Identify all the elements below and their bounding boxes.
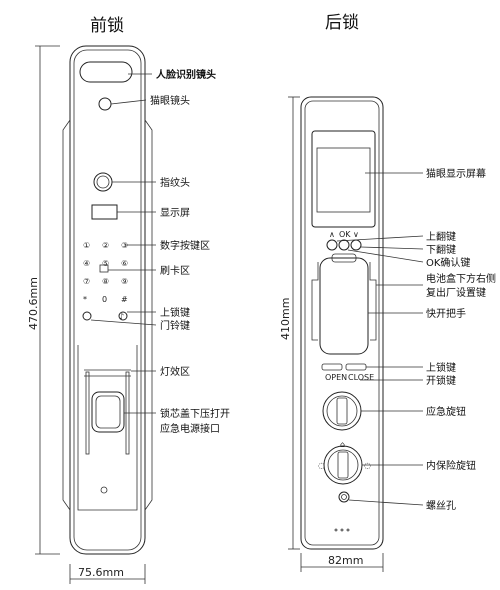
ok-button[interactable] [338, 239, 350, 251]
unlock-button[interactable] [345, 363, 367, 371]
front-height-label: 470.6mm [27, 277, 40, 330]
keypad-key[interactable]: # [121, 295, 128, 304]
doorbell-key-button[interactable] [118, 311, 128, 321]
lock-icon: ◌ [364, 461, 371, 470]
label-handle: 快开把手 [426, 307, 466, 320]
label-cylinder-1: 锁芯盖下压打开 [160, 407, 230, 420]
keypad-key[interactable]: ④ [83, 259, 90, 268]
keypad-key[interactable]: ② [102, 241, 109, 250]
keypad-key[interactable]: ⑤ [102, 259, 109, 268]
cylinder-cover[interactable] [91, 391, 125, 433]
keypad-key[interactable]: ① [83, 241, 90, 250]
back-callouts: 猫眼显示屏幕 上翻键 下翻键 OK确认键 电池盒下方右侧 复出厂设置键 快开把手… [336, 167, 496, 512]
peephole-screen [311, 130, 376, 228]
label-display: 显示屏 [160, 207, 190, 219]
face-camera-window [79, 61, 133, 83]
label-battery-1: 电池盒下方右侧 [426, 272, 496, 285]
label-peephole: 猫眼镜头 [150, 94, 190, 107]
label-page-down: 下翻键 [426, 243, 456, 256]
lock-key-button[interactable] [82, 311, 92, 321]
label-screw-hole: 螺丝孔 [426, 500, 456, 512]
close-mark: CLOSE [348, 373, 374, 382]
page-up-button[interactable] [326, 239, 338, 251]
up-mark: ∧ [329, 230, 335, 239]
label-safety-knob: 内保险旋钮 [426, 459, 476, 472]
label-card-area: 刷卡区 [160, 264, 190, 277]
label-emergency-knob: 应急旋钮 [426, 405, 466, 418]
back-lock-title: 后锁 [325, 13, 359, 33]
front-lock-body [69, 45, 146, 555]
label-peephole-screen: 猫眼显示屏幕 [426, 167, 486, 180]
front-screw-hole [100, 486, 108, 494]
keypad-key[interactable]: ⑦ [83, 277, 90, 286]
keypad-key[interactable]: ③ [121, 241, 128, 250]
keypad-key[interactable]: ⑥ [121, 259, 128, 268]
keypad-key[interactable]: * [83, 295, 87, 304]
keypad-key[interactable]: ⑧ [102, 277, 109, 286]
lock-button[interactable] [321, 363, 343, 371]
label-ok: OK确认键 [426, 256, 470, 269]
keypad-key[interactable]: ⑨ [121, 277, 128, 286]
back-width-label: 82mm [328, 554, 363, 567]
label-open-button: 开锁键 [426, 374, 456, 387]
screw-hole [338, 491, 350, 503]
back-height-label: 410mm [279, 298, 292, 340]
card-reader-area [99, 264, 109, 273]
down-mark: ∨ [353, 230, 359, 239]
unlock-icon: ◌ [318, 461, 325, 470]
back-lock: ∧ OK ∨ OPEN CLOSE ◌ ◌ ⌂ 410 [279, 96, 384, 572]
front-display [91, 204, 118, 220]
back-lock-body [300, 96, 384, 550]
label-doorbell-key: 门铃键 [160, 319, 190, 332]
bell-icon: ♪ [119, 312, 124, 321]
open-mark: OPEN [325, 373, 347, 382]
peephole-camera [98, 97, 112, 111]
padlock-icon: ⌂ [340, 440, 345, 449]
front-width-label: 75.6mm [78, 566, 124, 579]
label-light-area: 灯效区 [160, 365, 190, 378]
label-fingerprint: 指纹头 [160, 176, 190, 189]
label-lock-button: 上锁键 [426, 361, 456, 374]
keypad: ① ② ③ ④ ⑤ ⑥ ⑦ ⑧ ⑨ * 0 # [83, 241, 128, 304]
front-lock-title: 前锁 [90, 16, 124, 36]
label-page-up: 上翻键 [426, 230, 456, 243]
ok-mark: OK [339, 230, 351, 239]
front-callouts: 人脸识别镜头 猫眼镜头 指纹头 显示屏 数字按键区 刷卡区 上锁键 门铃键 灯效… [90, 68, 230, 435]
label-face-camera: 人脸识别镜头 [156, 68, 216, 81]
quick-open-handle[interactable] [319, 257, 369, 355]
label-lock-key: 上锁键 [160, 306, 190, 319]
page-down-button[interactable] [350, 239, 362, 251]
label-battery-2: 复出厂设置键 [426, 286, 486, 299]
keypad-key[interactable]: 0 [102, 295, 107, 304]
label-cylinder-2: 应急电源接口 [160, 422, 220, 435]
front-lock: ① ② ③ ④ ⑤ ⑥ ⑦ ⑧ ⑨ * 0 # ♪ 470.6mm 75.6mm [27, 45, 153, 584]
label-keypad: 数字按键区 [160, 239, 210, 252]
